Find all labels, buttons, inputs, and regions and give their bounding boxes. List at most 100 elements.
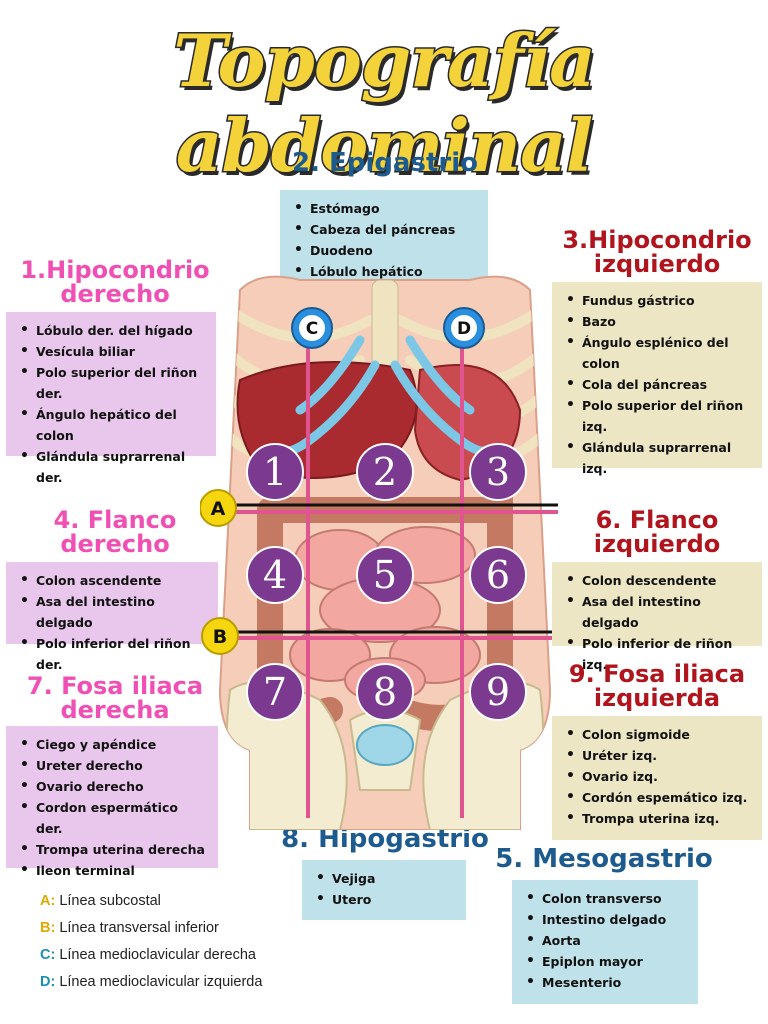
list-item: Colon ascendente	[18, 570, 208, 591]
list-item: Utero	[314, 889, 456, 910]
region-circle-8	[356, 663, 414, 721]
list-item: Epiplon mayor	[524, 951, 688, 972]
box-fosa-der: Ciego y apéndiceUreter derechoOvario der…	[6, 726, 218, 881]
region-circle-7	[246, 663, 304, 721]
region-number-7: 7	[263, 670, 287, 714]
heading-line: 9. Fosa iliaca	[568, 660, 746, 688]
legend-row: D:Línea medioclavicular izquierda	[40, 969, 262, 996]
heading-line: izquierdo	[593, 530, 721, 558]
region-number-4: 4	[263, 553, 287, 597]
bladder	[356, 724, 414, 766]
heading-line: derecho	[60, 530, 170, 558]
list-item: Cola del páncreas	[564, 374, 752, 395]
heading-hipogastrio: 8. Hipogastrio	[281, 824, 489, 854]
heading-line: 3.Hipocondrio	[562, 226, 752, 254]
box-flanco-der: Colon ascendenteAsa del intestino delgad…	[6, 562, 218, 672]
list-item: Asa del intestino delgado	[564, 591, 752, 633]
list-item: Lóbulo der. del hígado	[18, 320, 206, 341]
list-item: Ángulo esplénico del colon	[564, 332, 752, 374]
marker-c-label: C	[306, 319, 318, 339]
pelvis	[225, 681, 545, 830]
list-item: Ileon terminal	[18, 860, 208, 881]
region-circle-4	[246, 546, 304, 604]
heading-line: 6. Flanco	[595, 506, 719, 534]
legend-key: C:	[40, 947, 56, 963]
region-circle-3	[469, 443, 527, 501]
list-item: Vesícula biliar	[18, 341, 206, 362]
region-number-6: 6	[486, 553, 510, 597]
list-item: Aorta	[524, 930, 688, 951]
list-item: Cordon espermático der.	[18, 797, 208, 839]
list-item: Cordón espemático izq.	[564, 787, 752, 808]
list-item: Fundus gástrico	[564, 290, 752, 311]
list-item: Polo inferior de riñon izq.	[564, 633, 752, 675]
marker-b-label: B	[213, 626, 227, 648]
heading-fosa-izq: 9. Fosa iliaca izquierda	[552, 662, 762, 710]
list-item: Glándula suprarrenal izq.	[564, 437, 752, 479]
list-item: Polo inferior del riñon der.	[18, 633, 208, 675]
region-circle-2	[356, 443, 414, 501]
list-item: Ovario derecho	[18, 776, 208, 797]
legend-label: Línea medioclavicular izquierda	[59, 974, 263, 990]
list-item: Trompa uterina derecha	[18, 839, 208, 860]
box-hipocondrio-izq: Fundus gástricoBazoÁngulo esplénico del …	[552, 282, 762, 476]
region-circle-5	[356, 546, 414, 604]
legend-label: Línea medioclavicular derecha	[59, 947, 256, 963]
legend-key: A:	[40, 893, 56, 909]
legend-label: Línea subcostal	[59, 893, 161, 909]
heading-line: izquierdo	[593, 250, 721, 278]
sternum	[371, 279, 399, 371]
list-item: Uréter izq.	[564, 745, 752, 766]
box-hipocondrio-der: Lóbulo der. del hígadoVesícula biliarPol…	[6, 312, 216, 485]
heading-hipocondrio-der: 1.Hipocondrio derecho	[10, 258, 220, 306]
box-hipogastrio: VejigaUtero	[302, 860, 466, 920]
heading-epigastrio: 2. Epigastrio	[292, 148, 478, 178]
legend-key: B:	[40, 920, 56, 936]
heading-mesogastrio: 5. Mesogastrio	[495, 844, 713, 874]
list-item: Vejiga	[314, 868, 456, 889]
list-item: Trompa uterina izq.	[564, 808, 752, 829]
marker-b: B	[201, 617, 239, 655]
region-circle-9	[469, 663, 527, 721]
legend-row: A:Línea subcostal	[40, 888, 262, 915]
marker-d: D	[443, 307, 485, 349]
page-title: Topografía abdominal	[172, 17, 598, 190]
region-number-8: 8	[373, 670, 397, 714]
region-number-2: 2	[373, 450, 397, 494]
list-item: Ángulo hepático del colon	[18, 404, 206, 446]
heading-line: izquierda	[593, 684, 721, 712]
heading-line: derecho	[60, 280, 170, 308]
region-number-9: 9	[486, 670, 510, 714]
heading-line: 4. Flanco	[53, 506, 177, 534]
legend-row: C:Línea medioclavicular derecha	[40, 942, 262, 969]
list-item: Estómago	[292, 198, 478, 219]
list-item: Ciego y apéndice	[18, 734, 208, 755]
list-item: Duodeno	[292, 240, 478, 261]
list-item: Mesenterio	[524, 972, 688, 993]
list-item: Asa del intestino delgado	[18, 591, 208, 633]
region-number-5: 5	[373, 553, 397, 597]
legend-row: B:Línea transversal inferior	[40, 915, 262, 942]
list-item: Intestino delgado	[524, 909, 688, 930]
region-circle-1	[246, 443, 304, 501]
list-item: Colon sigmoide	[564, 724, 752, 745]
heading-flanco-der: 4. Flanco derecho	[10, 508, 220, 556]
heading-line: 7. Fosa iliaca	[26, 672, 204, 700]
heading-line: 1.Hipocondrio	[20, 256, 210, 284]
list-item: Ovario izq.	[564, 766, 752, 787]
box-mesogastrio: Colon transversoIntestino delgadoAortaEp…	[512, 880, 698, 1004]
list-item: Polo superior del riñon der.	[18, 362, 206, 404]
list-item: Cabeza del páncreas	[292, 219, 478, 240]
list-item: Colon transverso	[524, 888, 688, 909]
list-item: Polo superior del riñon izq.	[564, 395, 752, 437]
marker-a: A	[200, 489, 237, 527]
list-item: Bazo	[564, 311, 752, 332]
list-item: Colon descendente	[564, 570, 752, 591]
list-item: Glándula suprarrenal der.	[18, 446, 206, 488]
box-flanco-izq: Colon descendenteAsa del intestino delga…	[552, 562, 762, 672]
marker-d-label: D	[457, 319, 471, 339]
region-number-3: 3	[486, 450, 510, 494]
